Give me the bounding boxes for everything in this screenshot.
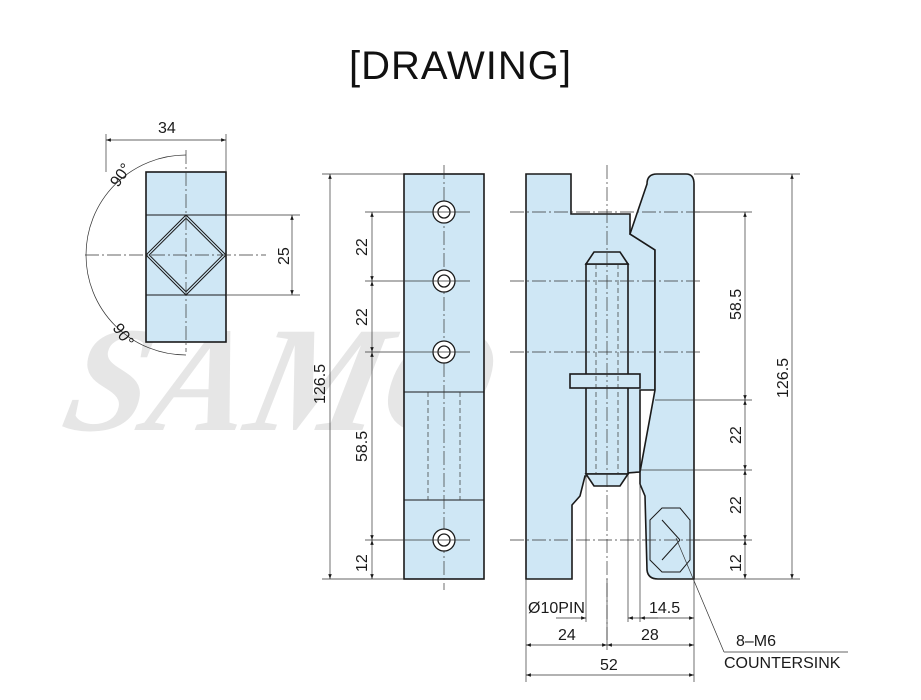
- pin-washer: [569, 373, 641, 389]
- page-title: [DRAWING]: [348, 44, 573, 88]
- right-bottom-dim: 12: [728, 554, 745, 572]
- width-left-dim: 24: [558, 627, 576, 644]
- front-view: 126.5 22 22 58.5 12: [312, 165, 485, 590]
- right-pitch-2-dim: 22: [728, 496, 745, 514]
- right-overall-dim: 126.5: [775, 358, 792, 398]
- front-pitch-2-dim: 22: [354, 308, 371, 326]
- front-bottom-dim: 12: [354, 554, 371, 572]
- right-leaf: [629, 173, 695, 580]
- pin-offset-dim: 14.5: [649, 600, 680, 617]
- assembly-view: 58.5 126.5 22 22 12 Ø10PIN 14.5 24: [510, 165, 848, 682]
- side-width-dim: 34: [158, 120, 176, 137]
- pin-diameter-dim: Ø10PIN: [528, 600, 585, 617]
- overall-width-dim: 52: [600, 657, 618, 674]
- side-height-dim: 25: [276, 247, 293, 265]
- hole-spec-label: 8–M6: [736, 633, 776, 650]
- front-pitch-3-dim: 58.5: [354, 431, 371, 462]
- right-upper-dim: 58.5: [728, 289, 745, 320]
- hole-type-label: COUNTERSINK: [724, 655, 841, 672]
- front-pitch-1-dim: 22: [354, 238, 371, 256]
- front-overall-dim: 126.5: [312, 364, 329, 404]
- width-right-dim: 28: [641, 627, 659, 644]
- countersink-section: [649, 507, 691, 573]
- angle-top-dim: 90°: [107, 161, 135, 191]
- right-pitch-1-dim: 22: [728, 426, 745, 444]
